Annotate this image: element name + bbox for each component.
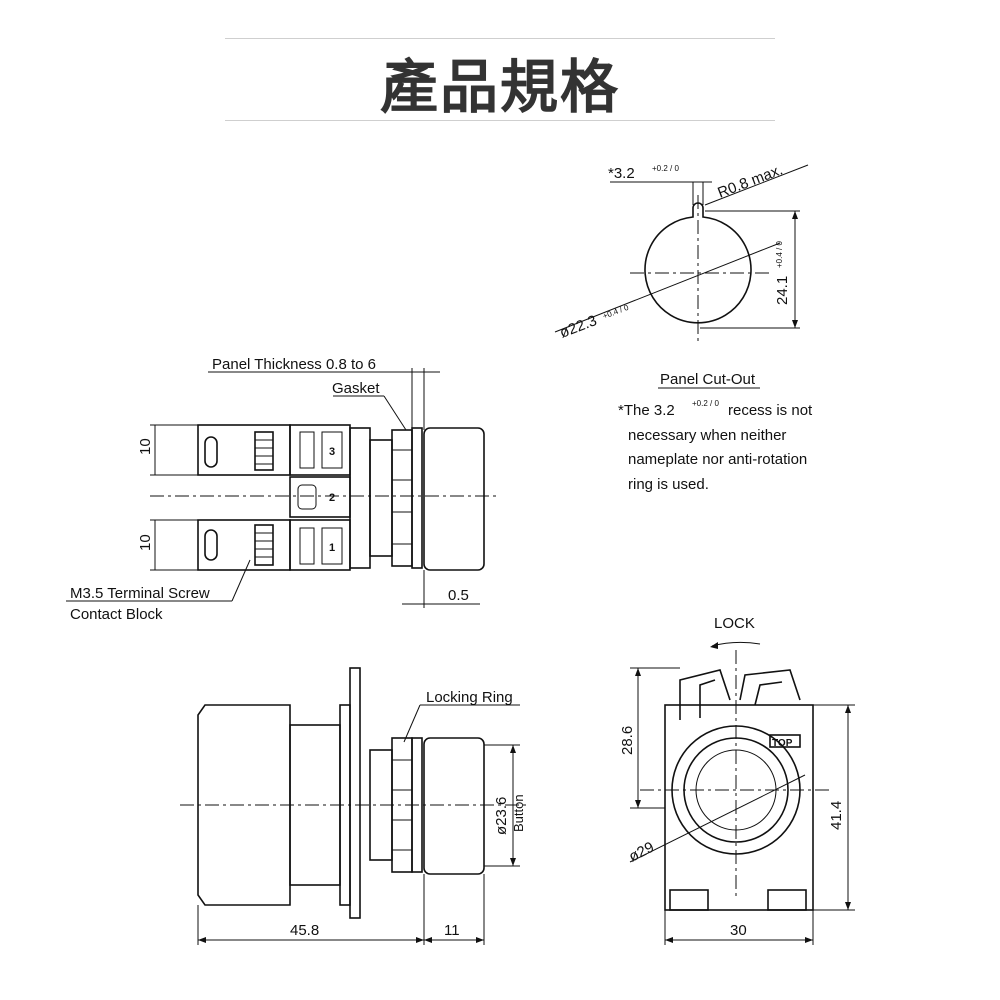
contact-block-label: Contact Block bbox=[70, 606, 163, 623]
button-dia-label: ø23.6 bbox=[493, 797, 510, 835]
lock-label: LOCK bbox=[714, 615, 755, 632]
cutout-diameter-tol: +0.4 / 0 bbox=[601, 303, 630, 321]
locking-ring-label: Locking Ring bbox=[426, 689, 513, 706]
side-dim-bottom: 10 bbox=[137, 534, 154, 551]
cutout-diameter: ø22.3 bbox=[557, 312, 599, 342]
len-body-label: 45.8 bbox=[290, 922, 319, 939]
bottom-view-drawing bbox=[180, 667, 530, 945]
side-dim-top: 10 bbox=[137, 438, 154, 455]
terminal-number-3: 3 bbox=[329, 446, 335, 458]
note-prefix: *The 3.2 bbox=[618, 402, 675, 419]
front-dim-height: 41.4 bbox=[828, 801, 845, 830]
cutout-height-tol: +0.4 / 0 bbox=[775, 241, 784, 268]
panel-cutout-drawing bbox=[554, 164, 809, 345]
front-dim-upper: 28.6 bbox=[619, 726, 636, 755]
front-view-drawing bbox=[629, 641, 855, 945]
title-rule-bottom bbox=[225, 120, 775, 121]
gasket-label: Gasket bbox=[332, 380, 380, 397]
terminal-number-2: 2 bbox=[329, 492, 335, 504]
note-line4: ring is used. bbox=[628, 476, 709, 493]
note-line3: nameplate nor anti-rotation bbox=[628, 451, 807, 468]
len-button-label: 11 bbox=[444, 922, 460, 939]
note-line2: necessary when neither bbox=[628, 427, 786, 444]
front-dim-dia: ø29 bbox=[626, 839, 657, 866]
page-title: 產品規格 bbox=[379, 53, 620, 121]
side-dim-gap: 0.5 bbox=[448, 587, 469, 604]
terminal-number-1: 1 bbox=[329, 542, 335, 554]
terminal-screw-label: M3.5 Terminal Screw bbox=[70, 585, 210, 602]
front-dim-width: 30 bbox=[730, 922, 747, 939]
cutout-slot-tol: +0.2 / 0 bbox=[652, 164, 679, 173]
cutout-radius: R0.8 max. bbox=[715, 161, 785, 201]
panel-thickness-label: Panel Thickness 0.8 to 6 bbox=[212, 356, 376, 373]
cutout-height: 24.1 bbox=[774, 276, 791, 305]
note-line1-rest: recess is not bbox=[728, 402, 813, 419]
cutout-caption: Panel Cut-Out bbox=[660, 371, 756, 388]
title-rule-top bbox=[225, 38, 775, 39]
cutout-slot-width: *3.2 bbox=[608, 165, 635, 182]
top-mark: TOP bbox=[772, 738, 793, 749]
side-view-drawing bbox=[66, 368, 500, 608]
note-tol: +0.2 / 0 bbox=[692, 399, 719, 408]
button-label: Button bbox=[511, 794, 526, 832]
